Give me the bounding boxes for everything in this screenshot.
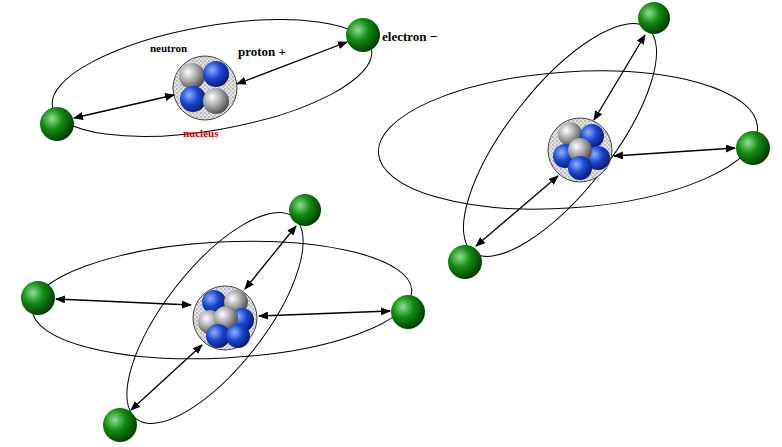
helium-atom bbox=[40, 0, 381, 157]
part-label: nucleus bbox=[183, 127, 218, 139]
part-label: proton + bbox=[238, 45, 286, 59]
part-label: electron − bbox=[382, 30, 437, 44]
part-label: neutron bbox=[150, 42, 187, 54]
beryllium-atom bbox=[21, 186, 425, 447]
lithium-atom bbox=[374, 0, 770, 284]
